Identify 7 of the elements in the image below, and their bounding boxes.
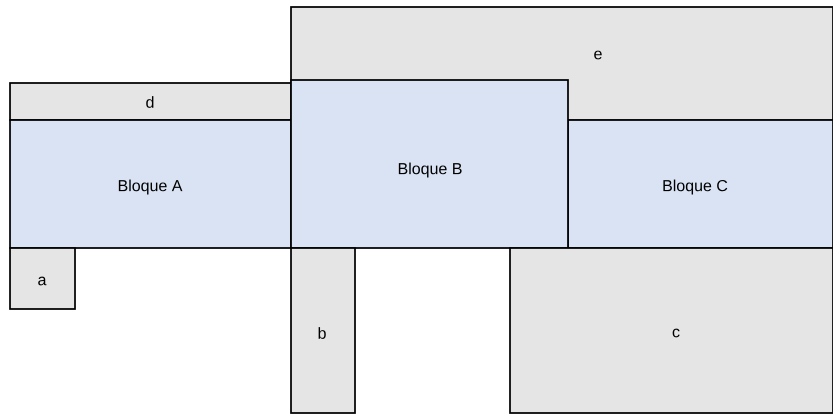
block: Bloque B (290, 79, 569, 249)
section-box: a (9, 247, 76, 310)
block: Bloque C (567, 119, 833, 249)
section-box: d (9, 82, 292, 121)
block: Bloque A (9, 119, 292, 249)
section-box: c (509, 247, 833, 414)
section-box: b (290, 247, 356, 414)
